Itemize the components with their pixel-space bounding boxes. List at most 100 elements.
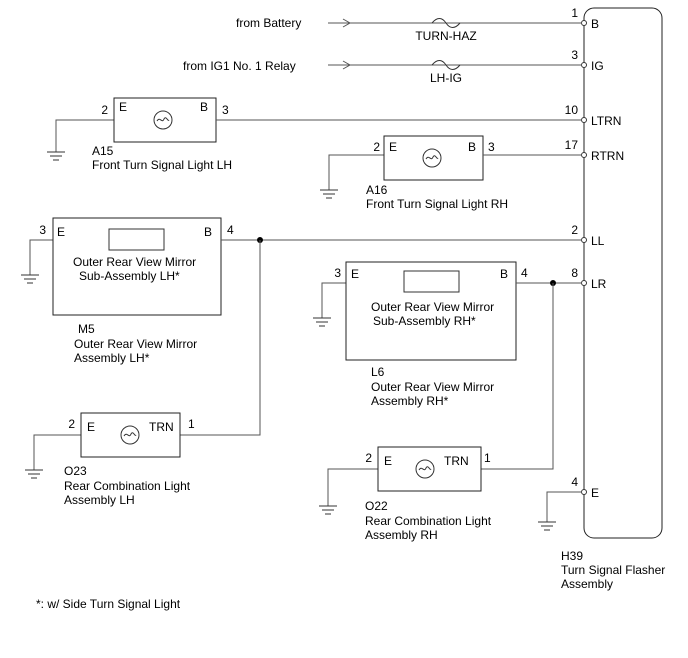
component-code: O22 [365,499,388,513]
bulb-filament [418,466,432,471]
flasher-name-line2: Assembly [561,577,613,591]
component-name-line2: Assembly LH [64,493,135,507]
ground-icon [319,505,337,515]
ground-wire [321,282,346,318]
ground-icon [320,189,338,199]
pin-name: LTRN [591,114,621,128]
component-name-line1: Rear Combination Light [365,514,492,528]
pin-name: B [591,17,599,31]
component-name-line1: Outer Rear View Mirror [371,380,494,394]
ig1-arrow [328,60,352,70]
bulb-filament [156,117,170,122]
component-name: Front Turn Signal Light LH [92,158,232,172]
ground-wire [327,468,378,506]
terminal-label: E [87,420,95,434]
pin-number: 2 [571,223,578,237]
ground-icon [313,317,331,327]
pin-number: 3 [571,48,578,62]
terminal-label: E [119,100,127,114]
o22-rear-combination-light-rh: E TRN 2 1 O22 Rear Combination Light Ass… [319,446,492,542]
pin-number: 1 [484,451,491,465]
lh-rear-wire [180,240,261,436]
pin-terminal [581,62,587,68]
pin-terminal [581,280,587,286]
pin-number: 4 [571,475,578,489]
ground-icon [21,274,39,284]
pin-terminal [581,152,587,158]
terminal-label: E [57,225,65,239]
flasher-pins: 1 B 3 IG 10 LTRN 17 RTRN 2 LL 8 LR 4 E [565,6,624,500]
terminal-label: E [389,140,397,154]
pin-name: E [591,486,599,500]
pin-terminal [581,117,587,123]
pin-terminal [581,237,587,243]
component-name-line1: Outer Rear View Mirror [74,337,197,351]
component-name: Front Turn Signal Light RH [366,197,508,211]
ground-wire [29,239,53,275]
battery-fuse-label: TURN-HAZ [415,29,476,43]
pin-number: 3 [39,223,46,237]
component-name-line2: Assembly RH [365,528,438,542]
terminal-label: TRN [444,454,469,468]
a16-front-turn-light-rh: E B 2 3 A16 Front Turn Signal Light RH [320,135,582,211]
component-name-line2: Assembly LH* [74,351,150,365]
ground-icon [25,469,43,479]
ig1-label: from IG1 No. 1 Relay [183,59,296,73]
fuse-icon [431,60,461,70]
ground-wire [55,119,114,152]
pin-terminal [581,20,587,26]
pin-number: 1 [188,417,195,431]
inner-label-line1: Outer Rear View Mirror [371,300,494,314]
a15-front-turn-light-lh: E B 2 3 A15 Front Turn Signal Light LH [47,97,582,172]
terminal-label: B [500,267,508,281]
ig1-fuse-label: LH-IG [430,71,462,85]
fuse-icon [431,18,461,28]
terminal-label: B [200,100,208,114]
pin-number: 2 [101,103,108,117]
flasher-box [583,7,663,539]
flasher-name-line1: Turn Signal Flasher [561,563,665,577]
pin-number: 4 [227,223,234,237]
pin-name: RTRN [591,149,624,163]
pin-number: 2 [365,451,372,465]
ground-icon [47,151,65,161]
terminal-label: TRN [149,420,174,434]
pin-name: LL [591,234,605,248]
o23-rear-combination-light-lh: E TRN 2 1 O23 Rear Combination Light Ass… [25,412,195,507]
pin-number: 10 [565,103,579,117]
pin-number: 3 [334,266,341,280]
component-code: A15 [92,144,114,158]
terminal-label: B [468,140,476,154]
pin-number: 2 [68,417,75,431]
ground-wire-e [546,491,582,522]
pin-number: 3 [222,103,229,117]
mirror-heater-element [108,228,165,251]
mirror-heater-element [403,270,460,293]
ground-icon [538,521,556,531]
rh-rear-wire [481,283,554,470]
bulb-filament [425,155,439,160]
pin-number: 8 [571,266,578,280]
pin-number: 4 [521,266,528,280]
pin-name: LR [591,277,607,291]
pin-number: 2 [373,140,380,154]
m5-outer-mirror-lh: E B 3 4 Outer Rear View Mirror Sub-Assem… [21,217,582,365]
pin-name: IG [591,59,604,73]
terminal-label: B [204,225,212,239]
battery-arrow [328,18,352,28]
pin-terminal [581,489,587,495]
inner-label-line1: Outer Rear View Mirror [73,255,196,269]
pin-number: 1 [571,6,578,20]
ground-wire [33,434,81,470]
inner-label-line2: Sub-Assembly RH* [373,314,476,328]
component-name-line2: Assembly RH* [371,394,449,408]
terminal-label: E [384,454,392,468]
component-code: O23 [64,464,87,478]
component-code: L6 [371,365,385,379]
l6-outer-mirror-rh: E B 3 4 Outer Rear View Mirror Sub-Assem… [313,261,582,408]
flasher-code: H39 [561,549,583,563]
component-box [345,261,517,361]
bulb-filament [123,432,137,437]
battery-label: from Battery [236,16,301,30]
